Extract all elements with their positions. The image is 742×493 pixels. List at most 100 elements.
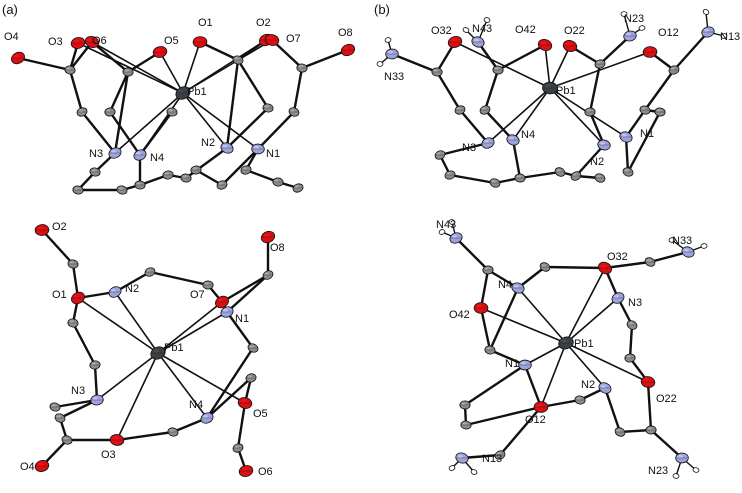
carbon-atom-v0-6 [166, 107, 178, 117]
bond-v0-14 [292, 66, 304, 114]
atom-label-n43-v3: N43 [436, 219, 456, 231]
atom-label-n2-v1: N2 [125, 283, 139, 295]
hydrogen-atom-v3-0 [438, 229, 446, 235]
atom-n2-v3 [598, 382, 612, 394]
atom-n3-v0 [108, 147, 122, 159]
bond-v3-6 [648, 250, 690, 264]
pb-bond-v1-O3 [116, 352, 159, 441]
carbon-atom-v3-5 [459, 400, 471, 410]
carbon-atom-v3-10 [645, 425, 657, 435]
bond-v1-11 [205, 376, 253, 420]
atom-pb1-v0 [175, 86, 191, 100]
hydrogen-atom-v3-3 [700, 243, 708, 249]
carbon-atom-v1-4 [202, 280, 214, 290]
atom-label-o5-v1: O5 [253, 408, 268, 420]
pb-bond-v0-O7 [182, 39, 273, 94]
hydrogen-atom-v2-1 [384, 37, 392, 43]
bond-v2-10 [458, 108, 490, 145]
atom-label-o7-v1: O7 [190, 289, 205, 301]
atom-n23-v3 [675, 452, 689, 464]
carbon-atom-v1-2 [89, 360, 101, 370]
hydrogen-atom-v2-5 [638, 25, 646, 31]
atom-n1-v3 [518, 359, 532, 371]
carbon-atom-v0-16 [240, 165, 252, 175]
bond-v1-4 [93, 363, 99, 402]
atom-o22-v2 [562, 40, 578, 52]
bond-v2-17 [511, 138, 522, 180]
atom-label-n1-v3: N1 [505, 358, 519, 370]
atom-label-n23-v2: N23 [624, 13, 644, 25]
atom-label-n13-v3: N13 [482, 453, 502, 465]
atom-n43-v3 [449, 232, 463, 244]
atom-o32-v2 [447, 36, 463, 48]
bond-v3-22 [498, 405, 543, 457]
pb-bond-v2-N2 [549, 87, 605, 146]
pb-bond-v3-O42 [480, 307, 567, 344]
bond-v0-33 [225, 58, 240, 150]
carbon-atom-v3-1 [539, 262, 551, 272]
carbon-atom-v1-0 [67, 259, 79, 269]
pb-bond-v3-O22 [565, 342, 649, 383]
carbon-atom-v1-3 [144, 267, 156, 277]
atom-label-n2-v3: N2 [581, 379, 595, 391]
hydrogen-atom-v2-4 [620, 11, 628, 17]
atom-o12-v3 [533, 401, 549, 413]
atom-o6-v1 [238, 465, 254, 477]
carbon-atom-v2-12 [514, 173, 526, 183]
hydrogen-atom-v3-2 [668, 237, 676, 243]
bond-v2-13 [624, 108, 647, 139]
atom-o22-v3 [640, 376, 656, 388]
atom-label-pb1-v0: Pb1 [187, 86, 207, 98]
pb-bond-v0-N3 [114, 92, 184, 154]
bond-v2-7 [483, 68, 500, 112]
atom-label-o12-v2: O12 [658, 27, 679, 39]
bond-v3-12 [649, 428, 684, 460]
atom-pb1-v3 [558, 336, 574, 350]
carbon-atom-v3-8 [574, 395, 586, 405]
bond-v2-5 [672, 30, 710, 72]
atom-label-n23-v3: N23 [648, 465, 668, 477]
atom-label-n4-v1: N4 [189, 399, 203, 411]
atom-label-o8-v1: O8 [270, 242, 285, 254]
pb-bond-v1-O7 [157, 301, 223, 354]
carbon-atom-v1-5 [262, 270, 274, 280]
atom-label-o5-v0: O5 [164, 35, 179, 47]
carbon-atom-v0-17 [272, 177, 284, 187]
atom-label-o12-v3: O12 [525, 414, 546, 426]
atom-o8-v0 [340, 43, 356, 57]
bond-v2-22 [626, 110, 662, 174]
pb-bond-v3-N3 [565, 297, 619, 344]
carbon-atom-v3-11 [624, 353, 636, 363]
pb-bond-v0-N1 [182, 92, 259, 150]
bond-v2-14 [438, 141, 490, 157]
bond-v0-17 [225, 106, 270, 150]
pb-bond-v0-O6 [91, 41, 184, 94]
pb-bond-v1-N3 [96, 352, 159, 401]
bonds-layer [16, 11, 725, 477]
atom-label-o22-v2: O22 [564, 25, 585, 37]
pb-bond-v0-N4 [139, 92, 184, 156]
atom-n2-v2 [597, 139, 611, 151]
atom-n13-v2 [701, 26, 715, 38]
bond-v1-17 [225, 273, 270, 314]
atom-n33-v2 [385, 48, 399, 60]
atom-label-o1-v1: O1 [52, 289, 67, 301]
pb-bond-v0-O1 [182, 41, 201, 94]
carbon-atom-v0-12 [162, 170, 174, 180]
bond-v2-16 [448, 173, 497, 185]
bond-v1-5 [58, 398, 99, 420]
bond-v2-6 [435, 70, 462, 112]
pb-bond-v1-O5 [157, 352, 246, 404]
carbon-atom-v0-11 [116, 185, 128, 195]
carbon-atom-v0-5 [104, 107, 116, 117]
carbon-atom-v2-7 [639, 105, 651, 115]
atom-label-pb1-v3: Pb1 [574, 338, 594, 350]
carbon-atom-v3-6 [460, 420, 472, 430]
bond-v0-34 [220, 147, 260, 187]
atom-label-n33-v3: N33 [672, 235, 692, 247]
carbon-atom-v1-1 [67, 318, 79, 328]
pb-bond-v1-N4 [157, 352, 208, 419]
carbon-atom-v2-5 [479, 105, 491, 115]
atom-label-o6-v1: O6 [258, 466, 273, 478]
pb-bond-v2-O22 [549, 45, 571, 89]
